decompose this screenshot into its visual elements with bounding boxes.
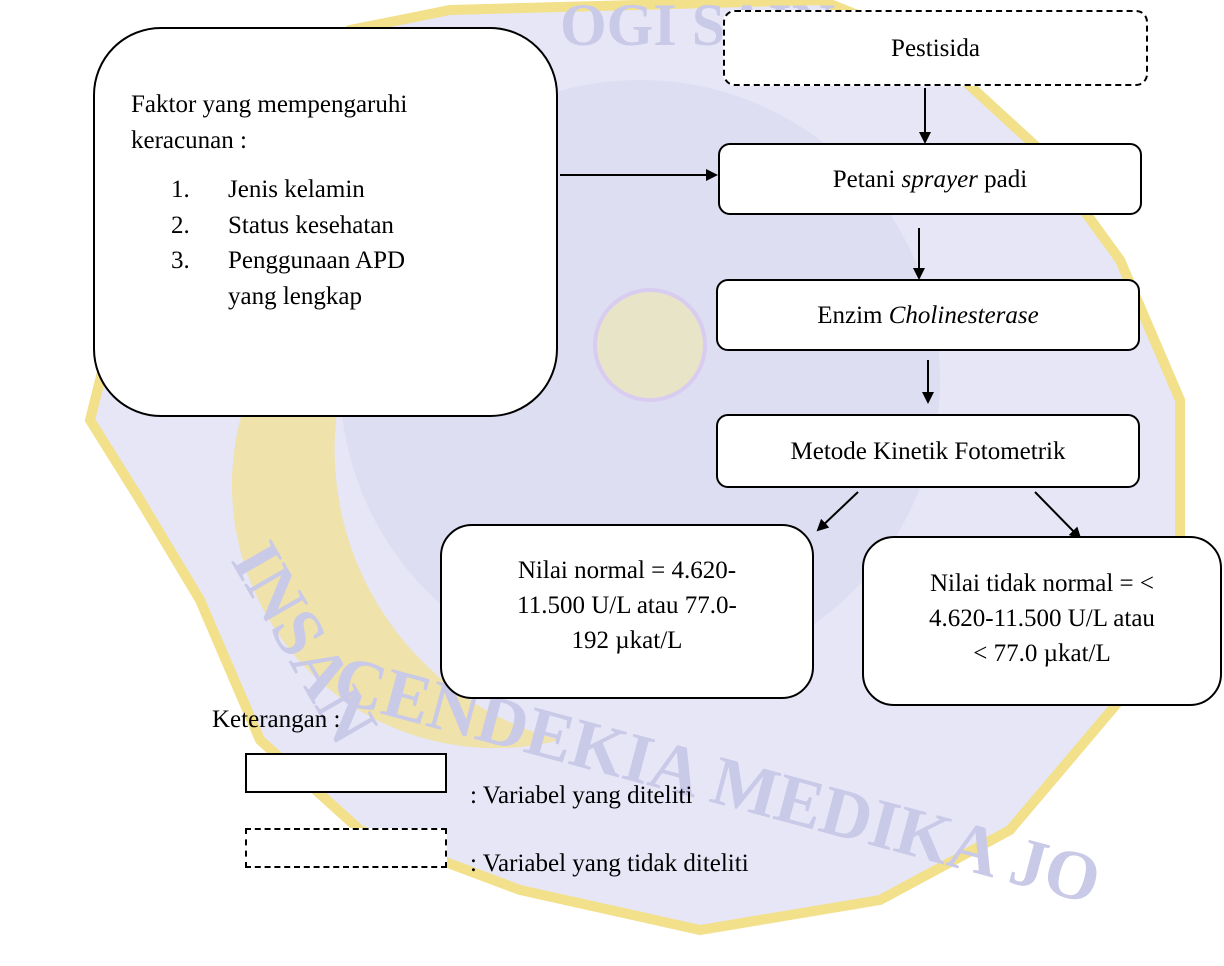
factors-list: 1. Jenis kelamin 2. Status kesehatan 3. … (131, 172, 407, 314)
pestisida-box: Pestisida (723, 10, 1148, 86)
abnormal-value-box: Nilai tidak normal = < 4.620-11.500 U/L … (862, 536, 1222, 706)
atom-icon (593, 288, 707, 402)
legend-dashed-swatch (245, 828, 447, 868)
abnormal-line1: Nilai tidak normal = < (929, 569, 1154, 597)
factors-title-line1: Faktor yang mempengaruhi (131, 91, 408, 118)
metode-box: Metode Kinetik Fotometrik (716, 414, 1140, 488)
list-item: 1. Jenis kelamin (171, 176, 365, 203)
legend-solid-label: : Variabel yang diteliti (470, 782, 693, 809)
legend-title: Keterangan : (212, 706, 341, 733)
legend-dashed-label: : Variabel yang tidak diteliti (470, 850, 749, 877)
normal-line2: 11.500 U/L atau 77.0- (517, 592, 737, 619)
enzim-box: Enzim Cholinesterase (716, 279, 1140, 351)
list-item: 3. Penggunaan APD yang lengkap (171, 247, 406, 310)
legend-solid-swatch (245, 753, 447, 793)
abnormal-line2: 4.620-11.500 U/L atau (929, 604, 1155, 632)
factors-title-line2: keracunan : (131, 126, 247, 154)
abnormal-line3: < 77.0 µkat/L (973, 639, 1111, 667)
normal-value-box: Nilai normal = 4.620- 11.500 U/L atau 77… (440, 524, 814, 699)
pestisida-label: Pestisida (891, 34, 980, 62)
list-item: 2. Status kesehatan (171, 211, 394, 239)
enzim-label: Enzim Cholinesterase (817, 301, 1039, 329)
petani-box: Petani sprayer padi (718, 143, 1142, 215)
normal-line1: Nilai normal = 4.620- (517, 557, 737, 584)
metode-label: Metode Kinetik Fotometrik (790, 437, 1066, 465)
factors-box: Faktor yang mempengaruhi keracunan : 1. … (93, 27, 558, 417)
petani-label: Petani sprayer padi (832, 165, 1028, 193)
normal-line3: 192 µkat/L (571, 627, 683, 654)
